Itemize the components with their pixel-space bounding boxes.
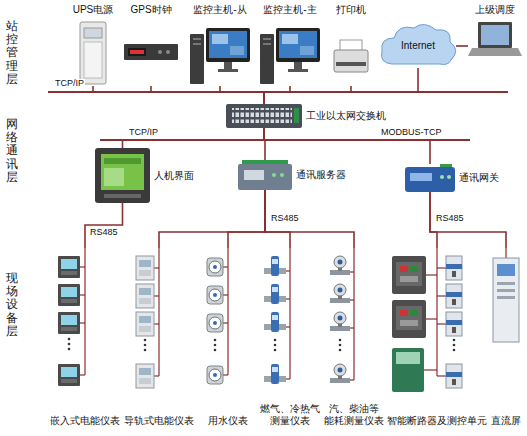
dc-panel-icon bbox=[493, 258, 519, 342]
layer-label: 网络通讯层 bbox=[6, 118, 18, 184]
gps-clock: GPS时钟 bbox=[120, 4, 182, 86]
device-label: GPS时钟 bbox=[130, 4, 171, 16]
device-label: 汽、柴油等 能耗测量仪表 bbox=[322, 403, 386, 426]
protocol-label: RS485 bbox=[89, 228, 119, 238]
device-label: 打印机 bbox=[336, 4, 366, 16]
meter-group: 导轨式电能仪表 bbox=[122, 248, 196, 426]
printer: 打印机 bbox=[328, 4, 374, 86]
rail-meter-icons bbox=[136, 256, 154, 388]
comm-server: 通讯服务器 bbox=[238, 160, 292, 190]
gas-meter-icons bbox=[264, 256, 286, 384]
network-link bbox=[265, 190, 354, 248]
network-link bbox=[159, 190, 265, 248]
water-meter-icons bbox=[207, 258, 223, 384]
protocol-label: TCP/IP bbox=[128, 128, 159, 138]
network-link bbox=[220, 86, 264, 104]
ups-icon bbox=[80, 22, 106, 84]
device-label: 燃气、冷热气 测量仪表 bbox=[258, 403, 322, 426]
ethernet-switch: 工业以太网交换机 bbox=[226, 104, 302, 128]
embedded-meter-icons bbox=[58, 256, 80, 386]
network-link bbox=[456, 45, 468, 47]
device-label: 监控主机-从 bbox=[193, 4, 246, 16]
layer-label: 站控管理层 bbox=[6, 20, 18, 86]
device-label: 人机界面 bbox=[154, 170, 194, 182]
network-link bbox=[85, 203, 123, 248]
network-link bbox=[93, 86, 264, 104]
meter-group: 嵌入式电能仪表 bbox=[48, 248, 122, 426]
device-label: 智能断路器及测控单元 bbox=[387, 415, 487, 426]
device-label: 嵌入式电能仪表 bbox=[50, 415, 120, 426]
device-label: UPS电源 bbox=[73, 4, 114, 16]
hmi-panel: 人机界面 bbox=[95, 148, 150, 203]
network-link bbox=[123, 128, 265, 148]
network-link bbox=[264, 86, 351, 104]
network-link bbox=[430, 192, 506, 248]
internet-cloud: Internet bbox=[380, 24, 456, 68]
pc-icon bbox=[260, 28, 320, 84]
device-label: 通讯网关 bbox=[459, 172, 499, 184]
laptop-icon bbox=[468, 22, 522, 56]
protocol-label: MODBUS-TCP bbox=[380, 128, 443, 138]
gps-clock-icon bbox=[124, 44, 178, 60]
protocol-label: TCP/IP bbox=[54, 79, 85, 89]
meter-group: 汽、柴油等 能耗测量仪表 bbox=[322, 248, 386, 426]
device-label: 用水仪表 bbox=[208, 415, 248, 426]
dispatch-laptop: 上级调度 bbox=[468, 4, 522, 62]
protocol-label: RS485 bbox=[435, 214, 465, 224]
layer-label: 现场设备层 bbox=[6, 272, 18, 338]
field-wires bbox=[80, 248, 506, 380]
gateway-icon bbox=[405, 164, 455, 192]
monitor-host: 监控主机-主 bbox=[256, 4, 324, 86]
device-label: 监控主机-主 bbox=[263, 4, 316, 16]
network-link bbox=[151, 86, 264, 104]
monitor-host: 监控主机-从 bbox=[186, 4, 254, 86]
device-label: 上级调度 bbox=[475, 4, 515, 16]
pc-icon bbox=[190, 28, 250, 84]
internet-cloud bbox=[381, 24, 455, 64]
protocol-label: RS485 bbox=[270, 214, 300, 224]
device-label: 工业以太网交换机 bbox=[306, 110, 386, 122]
breaker-group: 智能断路器及测控单元 bbox=[385, 248, 489, 426]
oil-meter-icons bbox=[330, 256, 350, 383]
comm-gateway: 通讯网关 bbox=[405, 164, 455, 192]
network-link bbox=[264, 86, 290, 104]
printer-icon bbox=[334, 40, 368, 72]
hmi-icon bbox=[95, 148, 150, 203]
switch-icon bbox=[226, 104, 302, 128]
device-label: 通讯服务器 bbox=[296, 169, 346, 181]
dc-panel: 直流屏 bbox=[489, 248, 523, 426]
meter-group: 燃气、冷热气 测量仪表 bbox=[258, 248, 322, 426]
network-link bbox=[264, 68, 418, 104]
breaker-icons bbox=[392, 256, 462, 392]
device-label: 直流屏 bbox=[491, 415, 521, 426]
bus-line bbox=[48, 92, 508, 140]
network-link bbox=[228, 190, 265, 248]
device-label: 导轨式电能仪表 bbox=[124, 415, 194, 426]
server-icon bbox=[238, 160, 292, 190]
ups-device: UPS电源 bbox=[68, 4, 118, 86]
device-label: Internet bbox=[401, 40, 435, 52]
meter-group: 用水仪表 bbox=[200, 248, 256, 426]
